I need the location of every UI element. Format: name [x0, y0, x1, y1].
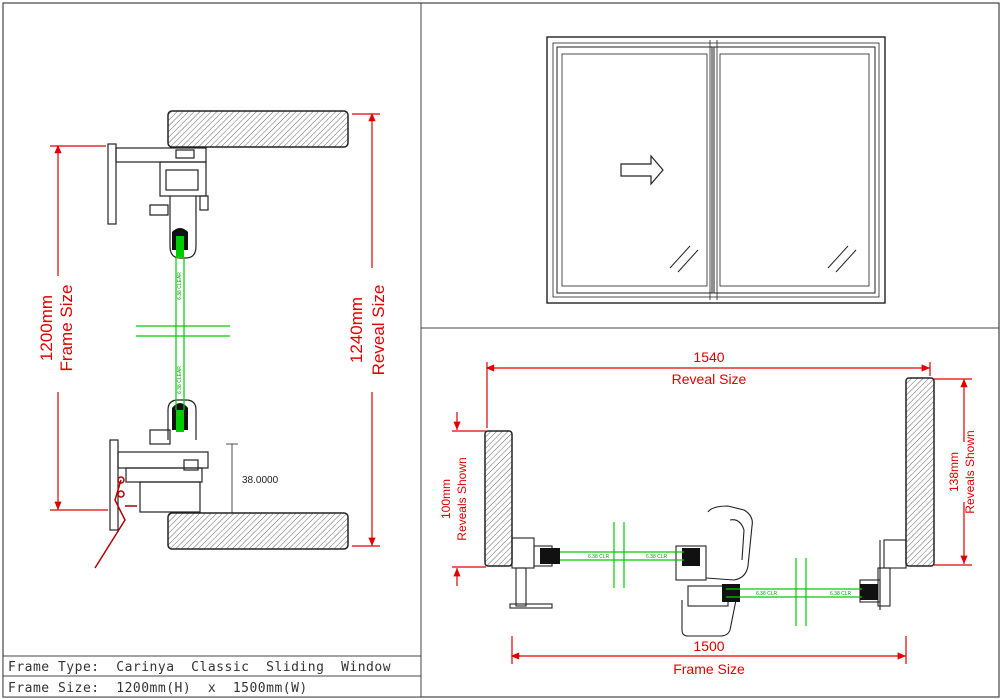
- wall-right-jamb: [905, 377, 935, 567]
- glass-pane-fixed: [560, 522, 684, 588]
- left-reveal-dimension: [452, 412, 486, 586]
- glass-tag-1: 6.38 CLR: [588, 554, 610, 560]
- sash-right: [713, 46, 876, 294]
- frame-size-text: Frame Size: 1200mm(H) x 1500mm(W): [8, 681, 308, 696]
- wall-head: [167, 110, 349, 148]
- outer-frame: [546, 36, 886, 304]
- glass-hatch-icon: [669, 245, 857, 273]
- reveal-size-value: 1240mm: [347, 297, 366, 363]
- frame-width-value: 1500: [693, 638, 724, 654]
- glass-pane-vertical: [136, 258, 230, 410]
- glass-tag-2: 6.38 CLR: [646, 554, 668, 560]
- frame-size-value: 1200mm: [37, 295, 56, 361]
- head-frame-profile: [107, 143, 209, 259]
- right-reveal-value: 138mm: [947, 452, 961, 492]
- reveal-width-label: Reveal Size: [672, 371, 747, 387]
- frame-width-label: Frame Size: [673, 661, 745, 677]
- glass-tag-3: 6.38 CLR: [756, 591, 778, 597]
- right-reveal-label: Reveals Shown: [963, 430, 977, 513]
- frame-size-dimension: [50, 144, 108, 511]
- meeting-glazing-seal-2: [722, 584, 740, 602]
- reveal-width-dimension: [485, 362, 931, 428]
- left-reveal-label: Reveals Shown: [455, 457, 469, 540]
- sash-left: [556, 46, 713, 294]
- meeting-glazing-seal: [682, 548, 700, 566]
- glass-tag-4: 6.38 CLR: [830, 591, 852, 597]
- right-reveal-dimension: [934, 378, 972, 566]
- frame-size-label: Frame Size: [57, 285, 76, 372]
- small-dimension-value: 38.0000: [242, 475, 279, 486]
- left-jamb-profile: [509, 537, 553, 609]
- vertical-section: 6.38 CLEAR 6.38 CLEAR 38.0000 1200mm Fra…: [37, 110, 388, 569]
- frame-type-text: Frame Type: Carinya Classic Sliding Wind…: [8, 660, 391, 675]
- small-dimension: [226, 443, 238, 513]
- window-stay: [94, 476, 137, 569]
- sill-frame-profile: [109, 399, 209, 531]
- left-reveal-value: 100mm: [439, 479, 453, 519]
- meeting-stile-profile: [675, 505, 753, 637]
- left-glazing-seal: [540, 548, 560, 564]
- window-elevation: [546, 36, 886, 304]
- reveal-size-dimension: [352, 112, 380, 547]
- right-glazing-seal: [860, 584, 878, 600]
- glass-tag-top: 6.38 CLEAR: [177, 272, 183, 300]
- frame-width-dimension: [510, 636, 907, 664]
- reveal-size-label: Reveal Size: [369, 285, 388, 376]
- horizontal-section: 6.38 CLR 6.38 CLR 6.38 CLR 6.38 CLR 1540…: [439, 349, 977, 677]
- head-glazing-seal: [172, 228, 188, 258]
- wall-left-jamb: [484, 430, 513, 567]
- right-arrow-icon: [620, 154, 664, 186]
- title-block: Frame Type: Carinya Classic Sliding Wind…: [2, 655, 422, 698]
- sill-glazing-seal: [172, 403, 188, 432]
- reveal-width-value: 1540: [693, 349, 724, 365]
- glass-pane-sliding: [726, 558, 862, 626]
- glass-tag-bottom: 6.38 CLEAR: [177, 366, 183, 394]
- wall-sill: [167, 512, 349, 550]
